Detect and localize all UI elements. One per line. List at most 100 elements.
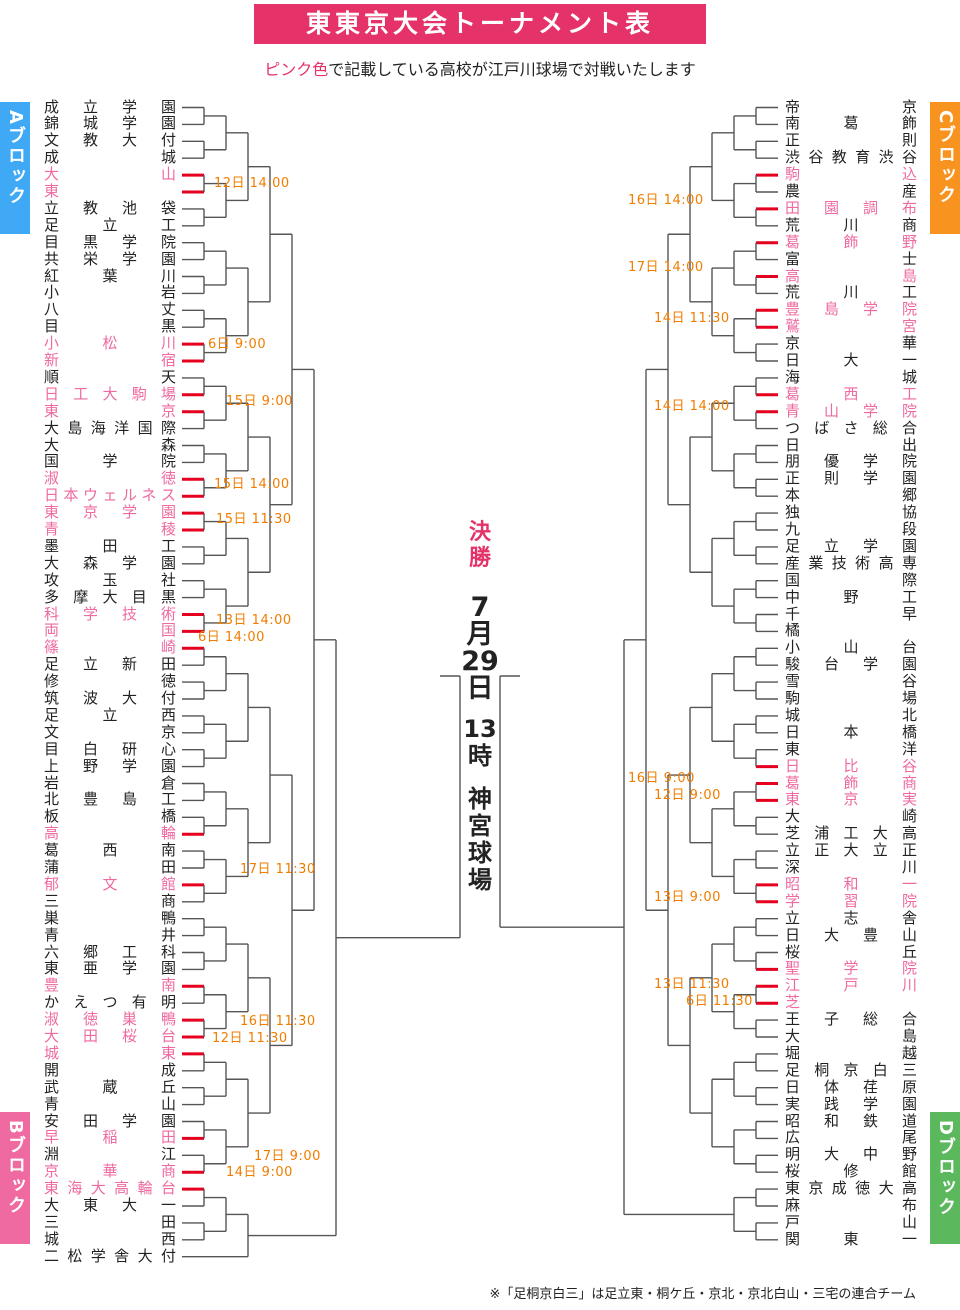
left-team-name: 日本ウェルネス (44, 486, 176, 505)
left-team-name: 目白研心 (44, 739, 176, 758)
right-team-name: 芝浦工大高 (785, 824, 917, 843)
right-team-name: 駒込 (785, 165, 917, 184)
block-tab-b: Bブロック (0, 1112, 30, 1244)
left-team-name: 東亜学園 (44, 959, 176, 978)
right-team-name: 朋優学院 (785, 452, 917, 471)
right-match-date: 14日 11:30 (654, 311, 730, 326)
right-match-date: 17日 14:00 (628, 260, 704, 275)
left-team-name: 六郷工科 (44, 942, 176, 961)
left-team-name: 共栄学園 (44, 249, 176, 268)
left-match-date: 12日 14:00 (214, 176, 290, 191)
left-team-name: 足立工 (44, 215, 176, 234)
right-team-name: 足立学園 (785, 536, 917, 555)
right-team-name: 雪谷 (785, 672, 917, 691)
left-team-name: 科学技術 (44, 604, 176, 623)
page-title: 東東京大会トーナメント表 (254, 4, 706, 44)
left-team-name: 多摩大目黒 (44, 587, 176, 606)
left-team-name: 東京学園 (44, 503, 176, 522)
left-team-name: 修徳 (44, 672, 176, 691)
right-team-name: 産業技術高専 (785, 553, 917, 572)
left-team-name: 開成 (44, 1060, 176, 1079)
left-match-date: 12日 11:30 (212, 1031, 288, 1046)
left-team-name: 小岩 (44, 283, 176, 302)
left-team-name: 文教大付 (44, 131, 176, 150)
right-team-name: 渋谷教育渋谷 (785, 148, 917, 167)
left-team-name: 国学院 (44, 452, 176, 471)
footnote: ※「足桐京白三」は足立東・桐ケ丘・京北・京北白山・三宅の連合チーム (489, 1287, 916, 1302)
right-team-name: 小山台 (785, 638, 917, 657)
right-team-name: 高島 (785, 266, 917, 285)
right-team-name: 九段 (785, 520, 917, 538)
left-team-name: 岩倉 (44, 773, 176, 792)
left-match-date: 13日 14:00 (216, 613, 292, 628)
left-team-name: 順天 (44, 367, 176, 386)
left-team-name: 早稲田 (44, 1128, 176, 1147)
right-match-date: 13日 11:30 (654, 977, 730, 992)
right-team-name: 正則学園 (785, 469, 917, 488)
right-team-name: 大崎 (785, 807, 917, 826)
right-team-name: 橘 (785, 621, 801, 640)
right-team-name: 青山学院 (785, 401, 917, 420)
right-team-name: 足桐京白三 (785, 1060, 917, 1079)
right-team-name: 桜修館 (785, 1162, 917, 1181)
right-team-name: 荒川商 (785, 215, 917, 234)
left-team-name: 小松川 (44, 334, 176, 353)
left-match-date: 6日 9:00 (208, 337, 267, 352)
left-team-name: 淵江 (44, 1145, 176, 1164)
right-team-name: 堀越 (785, 1043, 917, 1062)
right-team-name: 千早 (785, 604, 917, 623)
right-team-name: 荒川工 (785, 283, 917, 302)
left-team-name: 大島海洋国際 (44, 418, 176, 437)
right-team-name: 正則 (785, 131, 917, 150)
right-team-name: 葛飾商 (785, 773, 917, 792)
right-team-name: 南葛飾 (785, 114, 917, 133)
right-team-name: 江戸川 (785, 976, 917, 995)
left-team-name: 紅葉川 (44, 266, 176, 285)
block-tab-c: Cブロック (930, 102, 960, 234)
left-team-name: 青井 (44, 925, 176, 944)
left-team-name: 城東 (44, 1043, 176, 1062)
left-team-name: 大森 (44, 435, 176, 454)
left-team-name: 大山 (44, 165, 176, 184)
right-team-name: 日体荏原 (785, 1077, 917, 1096)
right-team-name: 明大中野 (785, 1145, 917, 1164)
left-team-name: 新宿 (44, 351, 176, 369)
right-team-name: 豊島学院 (785, 300, 917, 319)
left-team-name: 立教池袋 (44, 198, 176, 217)
left-team-name: 巣鴨 (44, 908, 176, 927)
left-team-name: 日工大駒場 (44, 384, 176, 403)
left-team-name: かえつ有明 (44, 993, 176, 1012)
right-team-name: 日出 (785, 435, 917, 454)
left-team-name: 武蔵丘 (44, 1077, 176, 1096)
right-team-name: 学習院 (785, 891, 917, 910)
right-team-name: 日大豊山 (785, 925, 917, 944)
left-team-name: 板橋 (44, 807, 176, 826)
left-team-name: 筑波大付 (44, 689, 176, 707)
left-team-name: 葛西南 (44, 841, 176, 860)
left-team-name: 攻玉社 (44, 570, 176, 589)
right-team-name: 帝京 (785, 97, 917, 116)
left-team-name: 墨田工 (44, 536, 176, 555)
left-team-name: 蒲田 (44, 858, 176, 876)
subtitle-pink: ピンク色 (264, 60, 329, 79)
left-team-name: 青山 (44, 1094, 176, 1113)
right-team-name: 昭和一 (785, 874, 917, 893)
right-team-name: 海城 (785, 367, 917, 386)
left-team-name: 錦城学園 (44, 114, 176, 133)
left-team-name: 八丈 (44, 300, 176, 319)
right-team-name: 本郷 (785, 486, 917, 505)
left-team-name: 目黒学院 (44, 232, 176, 251)
left-team-name: 大東大一 (44, 1196, 176, 1214)
right-team-name: 駒場 (785, 689, 917, 707)
left-team-name: 京華商 (44, 1162, 176, 1181)
right-team-name: 広尾 (785, 1128, 917, 1147)
right-match-date: 13日 9:00 (654, 890, 721, 905)
left-team-name: 大森学園 (44, 553, 176, 572)
left-team-name: 安田学園 (44, 1111, 176, 1130)
right-team-name: 富士 (785, 249, 917, 268)
left-team-name: 東 (44, 182, 60, 200)
right-match-date: 14日 14:00 (654, 399, 730, 414)
